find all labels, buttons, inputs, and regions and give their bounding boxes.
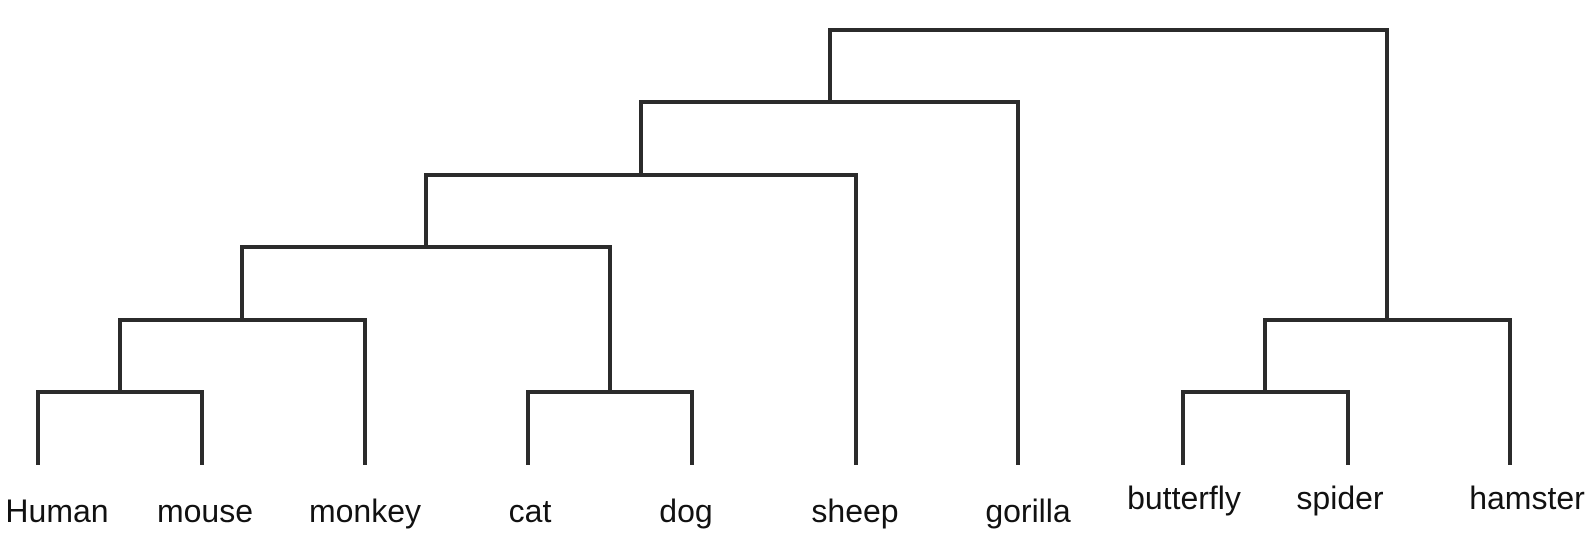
leaf-label-dog: dog	[659, 493, 712, 529]
leaf-label-sheep: sheep	[811, 493, 898, 529]
leaf-label-mouse: mouse	[157, 493, 253, 529]
branch-with-sheep	[424, 173, 858, 465]
branch-cat-dog	[526, 390, 694, 465]
branch-butterfly-spider	[1181, 390, 1350, 465]
leaf-label-hamster: hamster	[1469, 480, 1585, 516]
leaf-label-cat: cat	[509, 493, 552, 529]
branch-human-mouse	[36, 390, 204, 465]
leaf-label-butterfly: butterfly	[1127, 480, 1241, 516]
branch-with-gorilla	[639, 100, 1020, 465]
branch-root	[828, 28, 1389, 320]
leaf-label-monkey: monkey	[309, 493, 421, 529]
leaf-label-gorilla: gorilla	[985, 493, 1071, 529]
leaf-label-human: Human	[5, 493, 108, 529]
leaf-label-spider: spider	[1296, 480, 1384, 516]
